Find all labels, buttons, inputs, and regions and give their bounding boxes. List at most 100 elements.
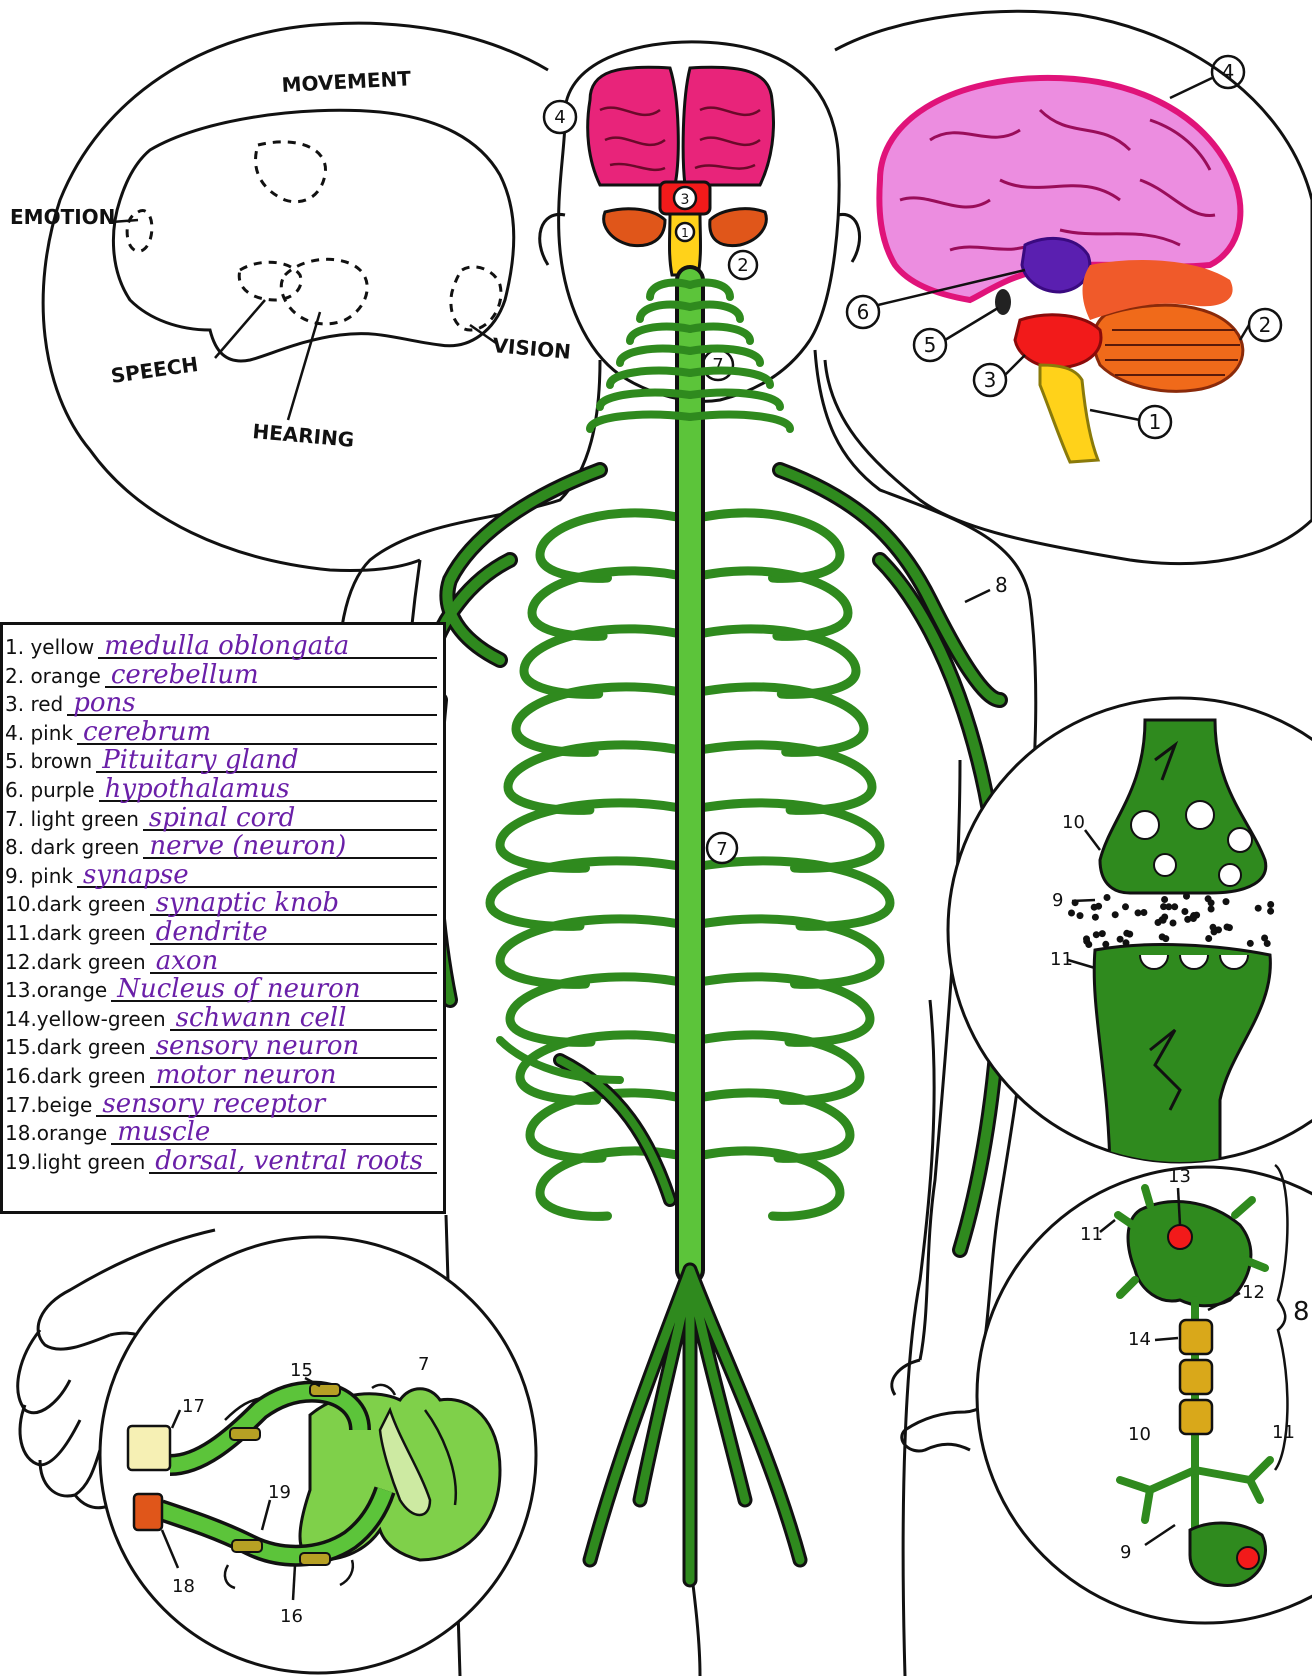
- brain-function-inset: MOVEMENT EMOTION SPEECH HEARING VISION: [10, 23, 572, 570]
- key-color-label: 9. pink: [5, 864, 73, 888]
- neurotransmitter-dot: [1205, 935, 1212, 942]
- key-color-label: 3. red: [5, 692, 63, 716]
- intercostal-nerve: [690, 1151, 840, 1217]
- synapse-inset: 10 9 11: [948, 698, 1312, 1180]
- callout-9-neuron: 9: [1120, 1542, 1131, 1563]
- neurotransmitter-dot: [1267, 901, 1274, 908]
- neurotransmitter-dot: [1117, 936, 1124, 943]
- neurotransmitter-dot: [1104, 894, 1111, 901]
- callout-6: 6: [857, 300, 870, 324]
- key-row: 10.dark greensynaptic knob: [5, 890, 443, 918]
- key-answer: Nucleus of neuron: [117, 976, 360, 1002]
- neurotransmitter-dot: [1092, 914, 1099, 921]
- key-color-label: 1. yellow: [5, 635, 94, 659]
- key-answer: hypothalamus: [105, 776, 290, 802]
- callout-5: 5: [924, 333, 937, 357]
- callout-11-synapse: 11: [1050, 949, 1073, 970]
- neurotransmitter-dot: [1224, 924, 1231, 931]
- neurotransmitter-dot: [1102, 941, 1109, 948]
- key-answer: cerebellum: [111, 662, 259, 688]
- neurotransmitter-dot: [1170, 920, 1177, 927]
- key-color-label: 5. brown: [5, 749, 92, 773]
- key-row: 6. purple hypothalamus: [5, 776, 443, 804]
- callout-13-neuron: 13: [1168, 1166, 1191, 1187]
- key-answer: synapse: [83, 862, 189, 888]
- callout-2-front: 2: [737, 255, 748, 276]
- neurotransmitter-dot: [1161, 896, 1168, 903]
- key-color-label: 2. orange: [5, 664, 101, 688]
- neurotransmitter-dot: [1122, 903, 1129, 910]
- key-row: 9. pink synapse: [5, 862, 443, 890]
- key-answer: nerve (neuron): [149, 833, 346, 859]
- key-row: 11.dark greendendrite: [5, 919, 443, 947]
- key-row: 17.beigesensory receptor: [5, 1091, 443, 1119]
- callout-4: 4: [1222, 60, 1235, 84]
- key-answer: sensory neuron: [156, 1033, 360, 1059]
- callout-1-front: 1: [681, 226, 689, 240]
- key-row: 18.orange muscle: [5, 1119, 443, 1147]
- key-answer: synaptic knob: [156, 890, 339, 916]
- key-color-label: 6. purple: [5, 778, 95, 802]
- neurotransmitter-dot: [1093, 931, 1100, 938]
- key-color-label: 15.dark green: [5, 1035, 146, 1059]
- key-answer: muscle: [117, 1119, 210, 1145]
- key-answer: sensory receptor: [102, 1091, 325, 1117]
- neurotransmitter-dot: [1208, 906, 1215, 913]
- neurotransmitter-dot: [1261, 935, 1268, 942]
- callout-1: 1: [1149, 410, 1162, 434]
- key-row: 15.dark green sensory neuron: [5, 1033, 443, 1061]
- neurotransmitter-dot: [1165, 903, 1172, 910]
- callout-4-front: 4: [554, 107, 565, 128]
- neuron-inset: 13 11 12 14 8 10 11 9: [977, 1165, 1312, 1623]
- callout-7-reflex: 7: [418, 1354, 429, 1375]
- callout-9-synapse: 9: [1052, 890, 1063, 911]
- neurotransmitter-dot: [1085, 941, 1092, 948]
- neurotransmitter-dot: [1161, 914, 1168, 921]
- key-answer: cerebrum: [83, 719, 211, 745]
- neurotransmitter-dot: [1267, 908, 1274, 915]
- callout-7-spine: 7: [716, 839, 727, 860]
- neurotransmitter-dot: [1162, 935, 1169, 942]
- callout-11-neuron: 11: [1080, 1224, 1103, 1245]
- callout-16-reflex: 16: [280, 1606, 303, 1627]
- key-row: 13.orangeNucleus of neuron: [5, 976, 443, 1004]
- key-answer: Pituitary gland: [102, 747, 299, 773]
- label-vision: VISION: [492, 333, 572, 364]
- callout-19-reflex: 19: [268, 1482, 291, 1503]
- neurotransmitter-dot: [1077, 912, 1084, 919]
- key-answer: axon: [156, 948, 219, 974]
- key-color-label: 8. dark green: [5, 835, 139, 859]
- callout-8-neuron: 8: [1293, 1297, 1310, 1327]
- neurotransmitter-dot: [1181, 908, 1188, 915]
- key-row: 19.light greendorsal, ventral roots: [5, 1148, 443, 1176]
- callout-12-neuron: 12: [1242, 1282, 1265, 1303]
- key-answer: spinal cord: [149, 805, 295, 831]
- key-color-label: 16.dark green: [5, 1064, 146, 1088]
- key-color-label: 4. pink: [5, 721, 73, 745]
- key-row: 14.yellow-green schwann cell: [5, 1005, 443, 1033]
- key-color-label: 14.yellow-green: [5, 1007, 166, 1031]
- callout-3-front: 3: [681, 192, 690, 208]
- reflex-arc-inset: 17 15 7 19 18 16: [100, 1237, 536, 1673]
- neurotransmitter-dot: [1112, 911, 1119, 918]
- neurotransmitter-dot: [1099, 930, 1106, 937]
- label-speech: SPEECH: [109, 352, 199, 388]
- neurotransmitter-dot: [1208, 899, 1215, 906]
- key-answer: schwann cell: [176, 1005, 347, 1031]
- key-answer: pons: [73, 690, 135, 716]
- label-emotion: EMOTION: [10, 205, 115, 229]
- key-answer: motor neuron: [156, 1062, 337, 1088]
- label-movement: MOVEMENT: [281, 66, 412, 97]
- callout-2: 2: [1259, 313, 1272, 337]
- neurotransmitter-dot: [1247, 940, 1254, 947]
- neurotransmitter-dot: [1255, 905, 1262, 912]
- callout-8-body: 8: [995, 573, 1008, 597]
- key-answer: medulla oblongata: [104, 633, 349, 659]
- key-color-label: 19.light green: [5, 1150, 145, 1174]
- key-row: 5. brown Pituitary gland: [5, 747, 443, 775]
- key-color-label: 18.orange: [5, 1121, 107, 1145]
- key-row: 1. yellow medulla oblongata: [5, 633, 443, 661]
- neurotransmitter-dot: [1190, 915, 1197, 922]
